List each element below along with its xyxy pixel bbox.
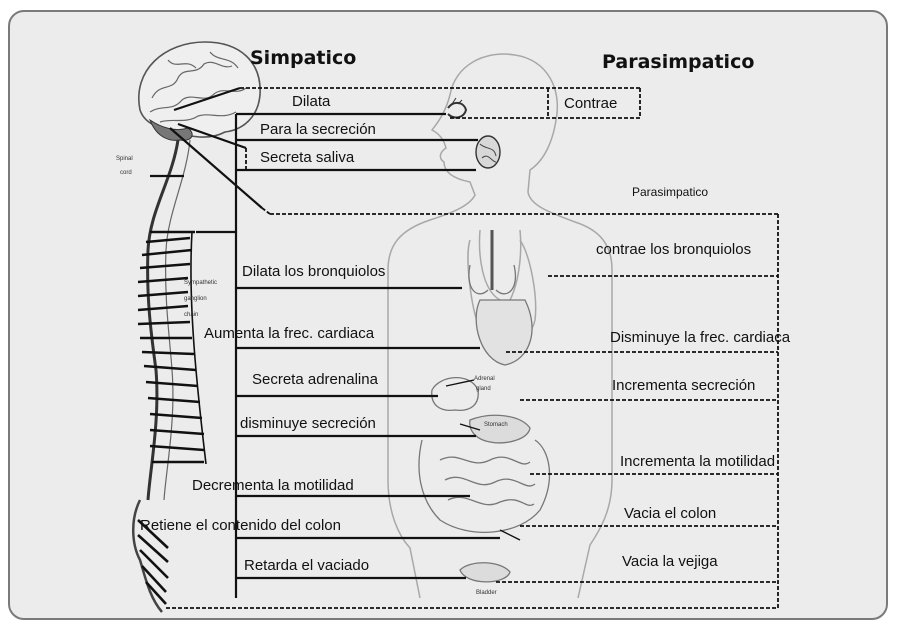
parasympathetic-subheader: Parasimpatico	[632, 185, 708, 199]
symp-label-dilata-bronquiolos: Dilata los bronquiolos	[242, 263, 385, 280]
symp-label-secreta-saliva: Secreta saliva	[260, 149, 355, 166]
anatomy-label-chain: chain	[184, 312, 198, 318]
anatomy-label-adrenal: Adrenal	[474, 376, 495, 382]
para-label-incrementa-motilidad: Incrementa la motilidad	[620, 453, 775, 470]
organ-connector-lines	[446, 380, 520, 540]
anatomy-label-bladder: Bladder	[476, 590, 497, 596]
symp-label-dilata: Dilata	[292, 93, 331, 110]
ganglion-chain-vertical	[191, 232, 206, 464]
symp-label-secreta-adrenalina: Secreta adrenalina	[252, 371, 379, 388]
symp-label-para-secrecion: Para la secreción	[260, 121, 376, 138]
symp-label-aumenta-frec: Aumenta la frec. cardiaca	[204, 325, 375, 342]
sympathetic-header: Simpatico	[250, 47, 356, 69]
anatomy-label-cord: cord	[120, 170, 132, 176]
salivary-gland-illustration	[476, 136, 500, 168]
anatomy-label-stomach: Stomach	[484, 422, 508, 428]
symp-label-decrementa-motilidad: Decrementa la motilidad	[192, 477, 354, 494]
eye-illustration	[448, 98, 466, 117]
anatomy-label-gland: gland	[476, 386, 491, 392]
para-label-vacia-vejiga: Vacia la vejiga	[622, 553, 718, 570]
para-label-disminuye-frec: Disminuye la frec. cardiaca	[610, 329, 791, 346]
para-label-contrae-bronquiolos: contrae los bronquiolos	[596, 241, 751, 258]
brain-illustration	[139, 42, 260, 140]
para-label-vacia-colon: Vacia el colon	[624, 505, 716, 522]
para-label-contrae: Contrae	[564, 95, 617, 112]
symp-label-retarda-vaciado: Retarda el vaciado	[244, 557, 369, 574]
symp-label-disminuye-secrecion: disminuye secreción	[240, 415, 376, 432]
anatomy-label-spinal: Spinal	[116, 156, 133, 162]
parasympathetic-header: Parasimpatico	[602, 51, 754, 73]
organs-illustration	[419, 230, 549, 582]
anatomy-label-ganglion: ganglion	[184, 296, 207, 302]
anatomy-label-sympathetic: Sympathetic	[184, 280, 217, 286]
symp-label-retiene-contenido: Retiene el contenido del colon	[140, 517, 341, 534]
para-label-incrementa-secrecion: Incrementa secreción	[612, 377, 755, 394]
